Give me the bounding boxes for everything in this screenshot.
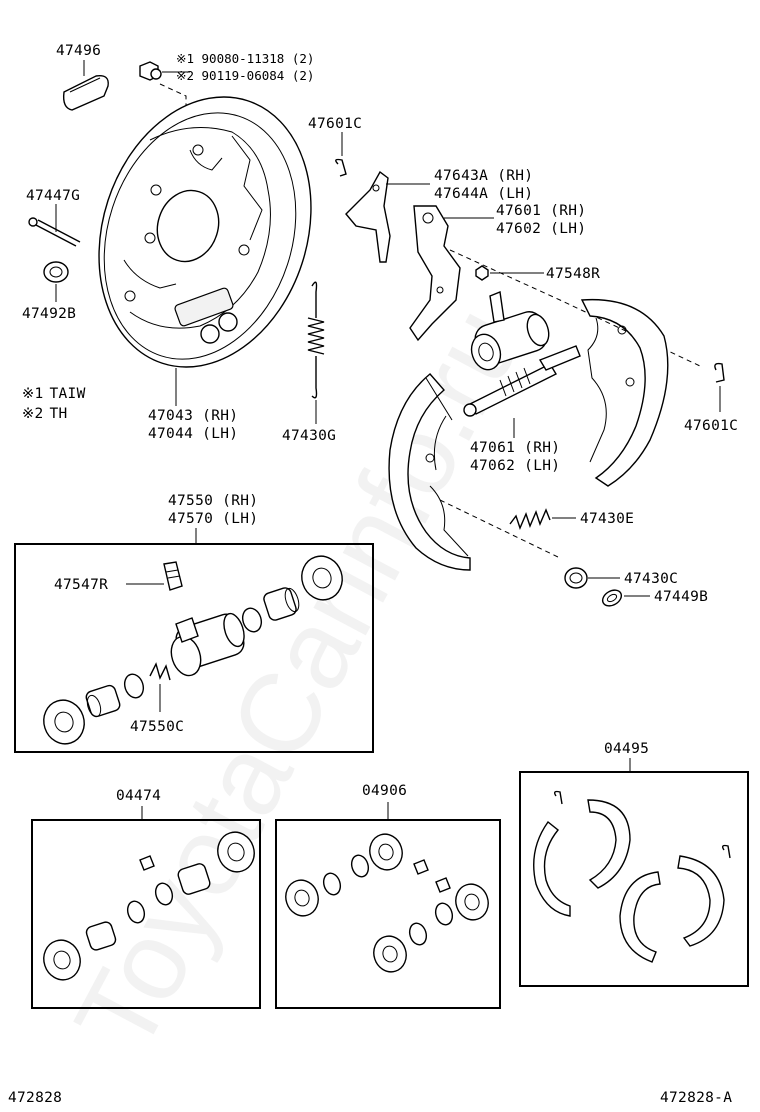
label-47430g: 47430G (282, 428, 336, 444)
label-bolt-1: ※1 90080-11318 (2) (176, 51, 314, 66)
cup-left-inner[interactable] (122, 672, 147, 700)
kit-04906-parts[interactable] (281, 830, 493, 976)
footer-code-left: 472828 (8, 1090, 62, 1106)
boot-left[interactable] (38, 695, 90, 749)
label-47430e: 47430E (580, 511, 634, 527)
kit-04495-shoes[interactable] (533, 790, 731, 963)
kit-04474-box (31, 819, 261, 1009)
adjust-lever-47601[interactable] (409, 205, 461, 342)
cylinder-body[interactable] (167, 611, 248, 679)
label-47643a: 47643A (RH) (434, 168, 533, 184)
label-47548r: 47548R (546, 266, 600, 282)
spring-47430e[interactable] (509, 508, 551, 530)
label-47062: 47062 (LH) (470, 458, 560, 474)
kit-04906-box (275, 819, 501, 1009)
label-bolt-2: ※2 90119-06084 (2) (176, 68, 314, 83)
parking-lever-47643a[interactable] (345, 170, 391, 263)
wheel-cylinder-47550[interactable] (467, 291, 552, 373)
label-47447g: 47447G (26, 188, 80, 204)
label-kit-04906: 04906 (362, 783, 407, 799)
piston-right[interactable] (262, 586, 301, 621)
clip-47601c-top[interactable] (335, 158, 347, 177)
bleeder-47547r[interactable] (163, 561, 183, 591)
washer-47449b[interactable] (600, 587, 624, 609)
brake-shoe-left[interactable] (388, 373, 471, 571)
label-47570: 47570 (LH) (168, 511, 258, 527)
pin-47447g[interactable] (28, 217, 81, 247)
kit-04474-parts[interactable] (39, 827, 260, 984)
label-47061: 47061 (RH) (470, 440, 560, 456)
label-kit-04474: 04474 (116, 788, 161, 804)
bolt-dash-leader (159, 83, 187, 120)
piston-left[interactable] (85, 684, 122, 718)
label-47602: 47602 (LH) (496, 221, 586, 237)
label-47601c-top: 47601C (308, 116, 362, 132)
wheel-cylinder-box (14, 543, 374, 753)
bolt-part[interactable] (139, 61, 162, 81)
kit-04495-box (519, 771, 749, 987)
label-47043: 47043 (RH) (148, 408, 238, 424)
nut-47548r[interactable] (475, 265, 489, 281)
backing-plate-47043[interactable] (65, 69, 344, 395)
footer-code-right: 472828-A (660, 1090, 732, 1106)
label-47492b: 47492B (22, 306, 76, 322)
label-47601c-right: 47601C (684, 418, 738, 434)
spring-47430c[interactable] (564, 567, 588, 589)
label-47449b: 47449B (654, 589, 708, 605)
label-47430c: 47430C (624, 571, 678, 587)
label-47550: 47550 (RH) (168, 493, 258, 509)
label-47044: 47044 (LH) (148, 426, 238, 442)
spring-47550c[interactable] (149, 662, 171, 681)
clip-47601c-right[interactable] (714, 362, 725, 383)
plug-47496[interactable] (62, 75, 109, 111)
spring-47430g[interactable] (307, 281, 325, 399)
adjuster-47061[interactable] (463, 345, 581, 417)
label-47496: 47496 (56, 43, 101, 59)
label-kit-04495: 04495 (604, 741, 649, 757)
label-47601: 47601 (RH) (496, 203, 586, 219)
cup-right-inner[interactable] (240, 606, 265, 634)
shoe-dash-guide (449, 249, 701, 367)
label-47547r: 47547R (54, 577, 108, 593)
lower-dash-guide (439, 499, 561, 559)
label-47644a: 47644A (LH) (434, 186, 533, 202)
brake-shoe-right[interactable] (580, 298, 669, 487)
boot-right[interactable] (296, 551, 348, 605)
label-47550c: 47550C (130, 719, 184, 735)
cup-47492b[interactable] (43, 261, 69, 283)
